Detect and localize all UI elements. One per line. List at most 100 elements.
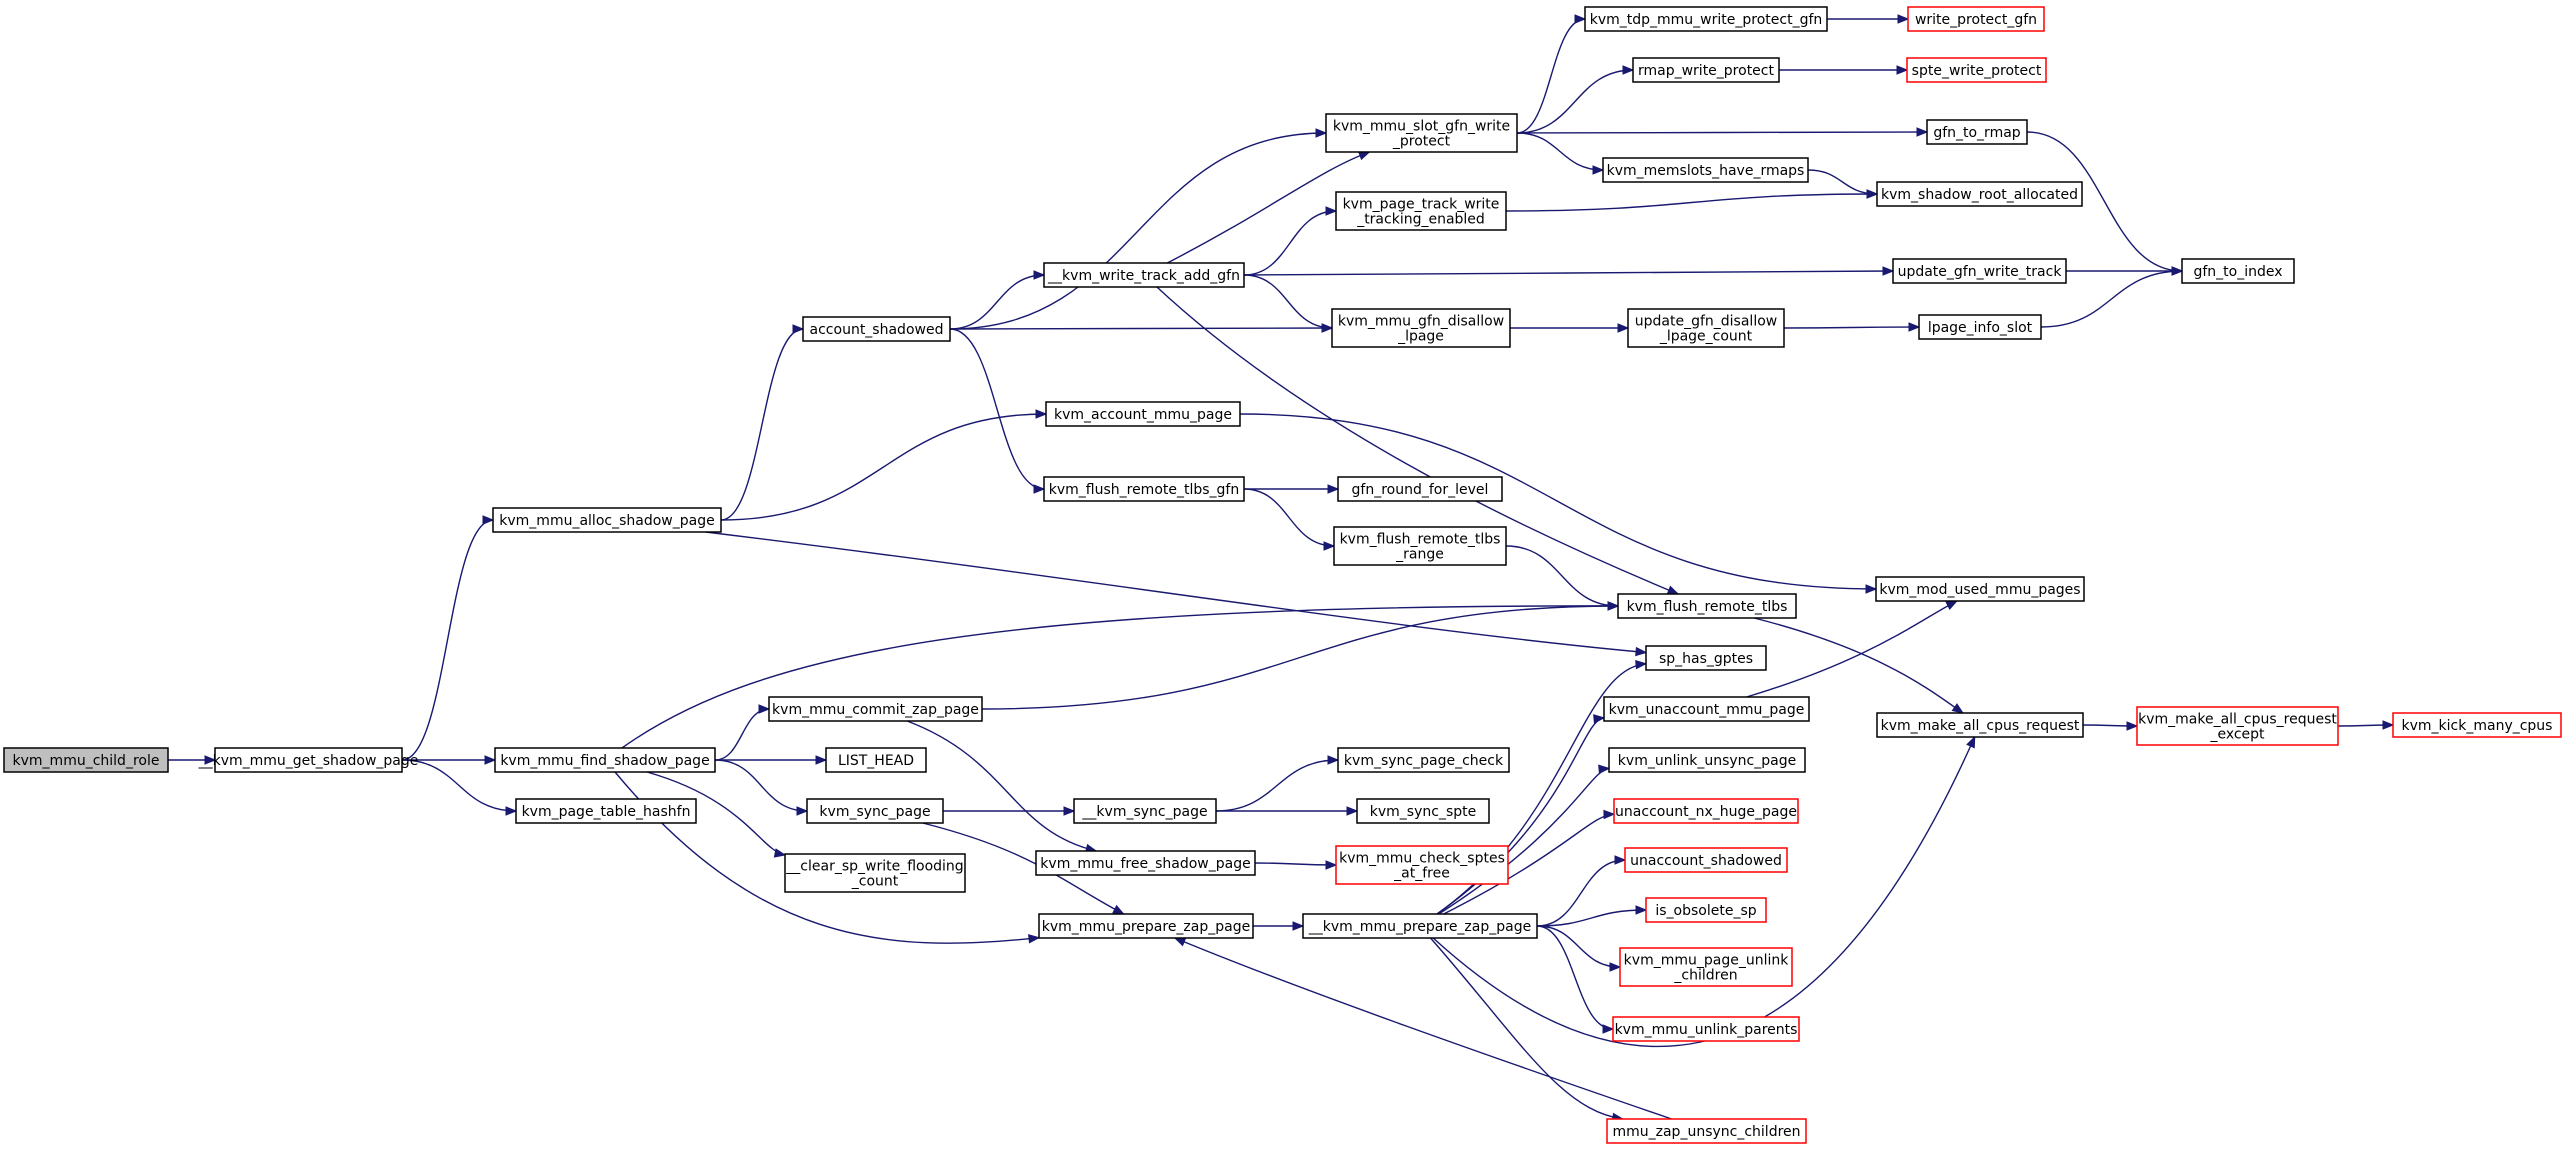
node-box[interactable] [1325, 113, 1518, 153]
node-kvm-mmu-unlink-parents[interactable]: kvm_mmu_unlink_parents [1612, 1016, 1800, 1042]
node-mmu-zap-unsync-children[interactable]: mmu_zap_unsync_children [1606, 1118, 1807, 1144]
node-kvm-sync-page[interactable]: kvm_sync_page [806, 798, 944, 824]
node-box[interactable] [1356, 798, 1490, 824]
node-kvm-page-table-hashfn[interactable]: kvm_page_table_hashfn [515, 798, 697, 824]
node-box[interactable] [494, 747, 716, 773]
node-box[interactable] [2181, 258, 2295, 284]
node-kvm-shadow-root-allocated[interactable]: kvm_shadow_root_allocated [1876, 181, 2083, 207]
node-lpage-info-slot[interactable]: lpage_info_slot [1918, 314, 2042, 340]
node-spte-write-protect[interactable]: spte_write_protect [1906, 57, 2047, 83]
node-unaccount-shadowed[interactable]: unaccount_shadowed [1624, 847, 1788, 873]
node-kvm-account-mmu-page[interactable]: kvm_account_mmu_page [1045, 401, 1241, 427]
node-box[interactable] [1624, 847, 1788, 873]
node-box[interactable] [1335, 845, 1509, 885]
node-box[interactable] [784, 853, 966, 893]
node-box[interactable] [1612, 1016, 1800, 1042]
node-box[interactable] [1613, 798, 1799, 824]
node-rmap-write-protect[interactable]: rmap_write_protect [1632, 57, 1780, 83]
node-kvm-make-all-cpus-request-except[interactable]: kvm_make_all_cpus_request_except [2136, 706, 2339, 746]
node-box[interactable] [1337, 747, 1510, 773]
node-kvm-mmu-slot-gfn-write-protect[interactable]: kvm_mmu_slot_gfn_write_protect [1325, 113, 1518, 153]
node-update-gfn-write-track[interactable]: update_gfn_write_track [1892, 258, 2067, 284]
node-is-obsolete-sp[interactable]: is_obsolete_sp [1645, 897, 1767, 923]
node-box[interactable] [1337, 476, 1503, 502]
node-box[interactable] [2392, 712, 2562, 738]
node-kvm-flush-remote-tlbs[interactable]: kvm_flush_remote_tlbs [1617, 593, 1797, 619]
node-box[interactable] [214, 747, 403, 773]
node-box[interactable] [1876, 712, 2084, 738]
node-box[interactable] [1331, 308, 1511, 348]
node-box[interactable] [1035, 850, 1256, 876]
node-update-gfn-disallow-lpage-count[interactable]: update_gfn_disallow_lpage_count [1627, 308, 1785, 348]
node-box[interactable] [1619, 947, 1793, 987]
node-box[interactable] [1606, 1118, 1807, 1144]
node-unaccount-nx-huge-page[interactable]: unaccount_nx_huge_page [1613, 798, 1799, 824]
node-box[interactable] [515, 798, 697, 824]
node-box[interactable] [1584, 6, 1828, 32]
node-kvm-unlink-unsync-page[interactable]: kvm_unlink_unsync_page [1608, 747, 1806, 773]
node-box[interactable] [1632, 57, 1780, 83]
node-box[interactable] [1892, 258, 2067, 284]
node-box[interactable] [3, 747, 169, 773]
node-box[interactable] [1926, 119, 2028, 145]
node-kvm-mmu-free-shadow-page[interactable]: kvm_mmu_free_shadow_page [1035, 850, 1256, 876]
node-box[interactable] [1302, 913, 1538, 939]
node-kvm-mmu-alloc-shadow-page[interactable]: kvm_mmu_alloc_shadow_page [492, 507, 722, 533]
node-box[interactable] [768, 696, 983, 722]
node-box[interactable] [1335, 191, 1507, 231]
node-kvm-mmu-page-unlink-children[interactable]: kvm_mmu_page_unlink_children [1619, 947, 1793, 987]
node-sp-has-gptes[interactable]: sp_has_gptes [1645, 645, 1767, 671]
node-gfn-to-index[interactable]: gfn_to_index [2181, 258, 2295, 284]
node-kvm-mmu-find-shadow-page[interactable]: kvm_mmu_find_shadow_page [494, 747, 716, 773]
node-box[interactable] [825, 747, 927, 773]
node-box[interactable] [1333, 526, 1507, 566]
node-kvm-memslots-have-rmaps[interactable]: kvm_memslots_have_rmaps [1602, 157, 1809, 183]
node-box[interactable] [2136, 706, 2339, 746]
node-account-shadowed[interactable]: account_shadowed [802, 316, 951, 342]
node-write-protect-gfn[interactable]: write_protect_gfn [1907, 6, 2045, 32]
node-kvm-sync-page-check[interactable]: kvm_sync_page_check [1337, 747, 1510, 773]
node-kvm-make-all-cpus-request[interactable]: kvm_make_all_cpus_request [1876, 712, 2084, 738]
node-kvm-mmu-prepare-zap-page[interactable]: __kvm_mmu_prepare_zap_page [1302, 913, 1538, 939]
node-box[interactable] [1875, 576, 2085, 602]
node-kvm-write-track-add-gfn[interactable]: __kvm_write_track_add_gfn [1043, 262, 1245, 288]
node-kvm-kick-many-cpus[interactable]: kvm_kick_many_cpus [2392, 712, 2562, 738]
node-box[interactable] [1627, 308, 1785, 348]
node-kvm-sync-page[interactable]: __kvm_sync_page [1073, 798, 1217, 824]
node-box[interactable] [1602, 157, 1809, 183]
node-kvm-mmu-commit-zap-page[interactable]: kvm_mmu_commit_zap_page [768, 696, 983, 722]
node-box[interactable] [1876, 181, 2083, 207]
node-kvm-sync-spte[interactable]: kvm_sync_spte [1356, 798, 1490, 824]
node-kvm-flush-remote-tlbs-gfn[interactable]: kvm_flush_remote_tlbs_gfn [1043, 476, 1245, 502]
node-box[interactable] [1608, 747, 1806, 773]
node-box[interactable] [492, 507, 722, 533]
node-kvm-mmu-check-sptes-at-free[interactable]: kvm_mmu_check_sptes_at_free [1335, 845, 1509, 885]
node-kvm-page-track-write-tracking-enabled[interactable]: kvm_page_track_write_tracking_enabled [1335, 191, 1507, 231]
node-box[interactable] [1045, 401, 1241, 427]
node-kvm-mmu-get-shadow-page[interactable]: __kvm_mmu_get_shadow_page [198, 747, 419, 773]
node-box[interactable] [1603, 696, 1810, 722]
node-box[interactable] [1073, 798, 1217, 824]
node-kvm-unaccount-mmu-page[interactable]: kvm_unaccount_mmu_page [1603, 696, 1810, 722]
node-box[interactable] [1907, 6, 2045, 32]
node-kvm-mmu-prepare-zap-page[interactable]: kvm_mmu_prepare_zap_page [1038, 913, 1254, 939]
node-box[interactable] [802, 316, 951, 342]
node-box[interactable] [1645, 645, 1767, 671]
node-box[interactable] [1906, 57, 2047, 83]
node-kvm-tdp-mmu-write-protect-gfn[interactable]: kvm_tdp_mmu_write_protect_gfn [1584, 6, 1828, 32]
node-box[interactable] [1918, 314, 2042, 340]
node-box[interactable] [1038, 913, 1254, 939]
node-gfn-round-for-level[interactable]: gfn_round_for_level [1337, 476, 1503, 502]
node-kvm-mod-used-mmu-pages[interactable]: kvm_mod_used_mmu_pages [1875, 576, 2085, 602]
node-box[interactable] [1043, 476, 1245, 502]
node-box[interactable] [1645, 897, 1767, 923]
node-gfn-to-rmap[interactable]: gfn_to_rmap [1926, 119, 2028, 145]
node-box[interactable] [806, 798, 944, 824]
node-kvm-mmu-child-role[interactable]: kvm_mmu_child_role [3, 747, 169, 773]
node-clear-sp-write-flooding-count[interactable]: __clear_sp_write_flooding_count [784, 853, 966, 893]
node-box[interactable] [1043, 262, 1245, 288]
node-box[interactable] [1617, 593, 1797, 619]
node-LIST-HEAD[interactable]: LIST_HEAD [825, 747, 927, 773]
node-kvm-flush-remote-tlbs-range[interactable]: kvm_flush_remote_tlbs_range [1333, 526, 1507, 566]
node-kvm-mmu-gfn-disallow-lpage[interactable]: kvm_mmu_gfn_disallow_lpage [1331, 308, 1511, 348]
